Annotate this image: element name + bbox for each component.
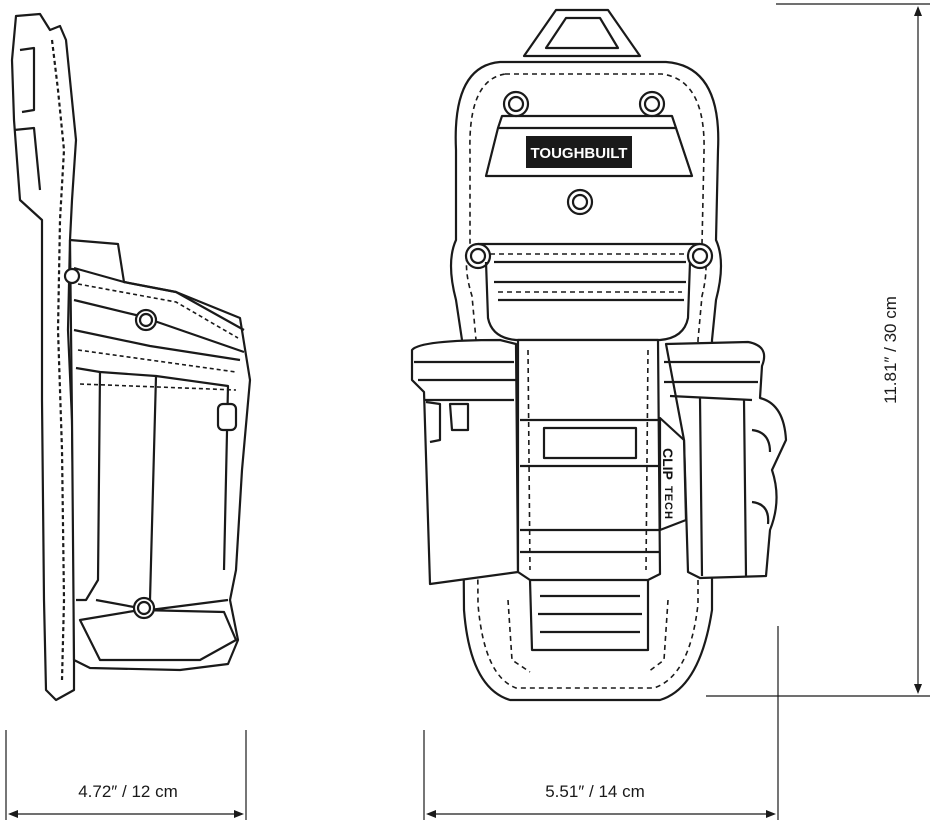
front-width-arrow-right	[766, 810, 776, 818]
left-pocket	[410, 338, 520, 586]
rivet-center-inner	[571, 193, 589, 211]
dimension-lines	[5, 3, 930, 820]
right-pocket	[664, 340, 788, 580]
strap-lines	[520, 418, 660, 554]
side-tab	[216, 402, 238, 432]
clip-notch	[13, 46, 42, 191]
height-arrow-top	[914, 6, 922, 16]
side-pouch-stitch	[77, 283, 239, 391]
front-view-pouch: TOUGHBUILT CLIP TECH	[410, 8, 788, 702]
left-pocket-rim	[414, 360, 516, 402]
side-width-arrow-left	[8, 810, 18, 818]
cliptech-badge	[658, 416, 688, 532]
side-rivet-top-inner	[138, 312, 154, 328]
rivet-upper-left-inner	[507, 95, 525, 113]
bottom-stitch	[507, 599, 669, 673]
right-pocket-rim	[664, 360, 760, 402]
brand-plate-top	[496, 114, 678, 129]
clip-inner	[50, 39, 66, 681]
side-view-pouch	[10, 12, 252, 702]
top-hanger	[522, 8, 642, 58]
clip-label: CLIP	[660, 448, 676, 480]
strap-window	[542, 426, 638, 460]
bottom-section	[528, 579, 650, 652]
top-hanger-inner	[544, 16, 620, 50]
belt-clip	[10, 12, 78, 702]
mid-band-stitch	[490, 253, 690, 293]
left-pocket-flap	[425, 400, 470, 444]
side-pocket-1	[75, 366, 230, 612]
front-width-arrow-left	[426, 810, 436, 818]
tech-label: TECH	[662, 486, 674, 520]
front-width-label: 5.51″ / 14 cm	[545, 782, 645, 801]
height-arrow-bottom	[914, 684, 922, 694]
back-panel-stitch	[465, 73, 707, 689]
center-strap-stitch	[527, 349, 649, 571]
logo-text: TOUGHBUILT	[531, 145, 628, 162]
rivet-mid-left-inner	[469, 247, 487, 265]
rivet-upper-right-inner	[643, 95, 661, 113]
height-label: 11.81″ / 30 cm	[881, 296, 900, 404]
side-rivet-left	[63, 267, 81, 285]
side-rivet-bottom-inner	[136, 600, 152, 616]
side-width-arrow-right	[234, 810, 244, 818]
center-strap	[516, 338, 662, 582]
side-width-label: 4.72″ / 12 cm	[78, 782, 178, 801]
rivet-mid-right-inner	[691, 247, 709, 265]
logo-box	[526, 136, 632, 168]
mid-band	[478, 242, 700, 302]
right-pocket-inner	[698, 397, 772, 577]
